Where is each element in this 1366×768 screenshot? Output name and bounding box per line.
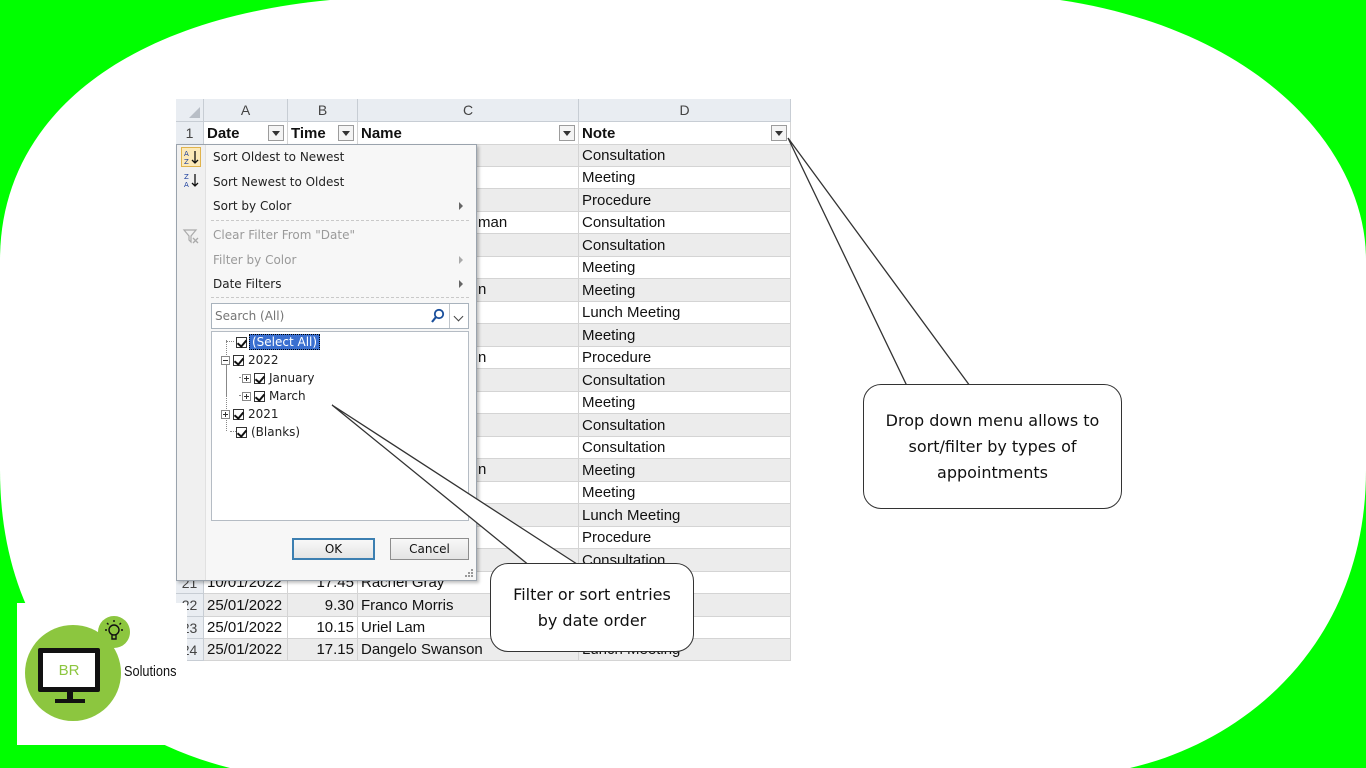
table-cell[interactable]: 17.15: [288, 639, 358, 661]
lightbulb-icon: [105, 620, 123, 640]
resize-grip-icon[interactable]: [465, 569, 473, 577]
expand-icon[interactable]: [221, 410, 230, 419]
table-cell[interactable]: Consultation: [579, 212, 791, 234]
svg-text:BR: BR: [59, 662, 80, 679]
checkbox-checked[interactable]: [233, 355, 244, 366]
tree-item-2021[interactable]: 2021: [221, 405, 281, 423]
table-cell[interactable]: Meeting: [579, 324, 791, 347]
checkbox-checked[interactable]: [254, 373, 265, 384]
filter-search-input[interactable]: [212, 304, 428, 328]
table-cell[interactable]: Consultation: [579, 437, 791, 459]
menu-date-filters[interactable]: Date Filters: [213, 273, 471, 295]
table-cell[interactable]: 10.15: [288, 617, 358, 639]
table-cell[interactable]: Procedure: [579, 347, 791, 369]
checkbox-checked[interactable]: [236, 427, 247, 438]
cancel-button[interactable]: Cancel: [390, 538, 469, 560]
tree-item-blanks[interactable]: (Blanks): [236, 423, 302, 441]
table-cell[interactable]: Procedure: [579, 189, 791, 212]
table-cell[interactable]: Lunch Meeting: [579, 504, 791, 527]
table-cell[interactable]: Consultation: [579, 234, 791, 257]
tree-item-2022[interactable]: 2022: [221, 351, 281, 369]
table-cell[interactable]: Consultation: [579, 145, 791, 167]
menu-separator: [211, 297, 469, 298]
table-cell[interactable]: Consultation: [579, 414, 791, 437]
menu-sort-newest-to-oldest[interactable]: Sort Newest to Oldest: [213, 175, 345, 189]
br-solutions-logo: BR: [17, 603, 187, 745]
table-cell[interactable]: Meeting: [579, 482, 791, 504]
search-icon[interactable]: [430, 308, 446, 324]
checkbox-checked[interactable]: [236, 337, 247, 348]
select-all-corner[interactable]: [176, 99, 204, 122]
filter-arrow-icon: [272, 131, 280, 136]
menu-clear-filter: Clear Filter From "Date": [213, 228, 355, 242]
filter-arrow-icon: [775, 131, 783, 136]
checkbox-checked[interactable]: [233, 409, 244, 420]
menu-separator: [211, 220, 469, 221]
filter-dropdown-button[interactable]: [268, 125, 284, 141]
table-cell[interactable]: Lunch Meeting: [579, 302, 791, 324]
column-header-c[interactable]: C: [358, 99, 579, 122]
dropdown-callout-text: Drop down menu allows to sort/filter by …: [885, 410, 1100, 482]
filter-arrow-icon: [342, 131, 350, 136]
column-header-a[interactable]: A: [204, 99, 288, 122]
filter-value-tree: (Select All) 2022 January March 2021 (Bl…: [211, 331, 469, 521]
table-cell[interactable]: Meeting: [579, 167, 791, 189]
table-cell[interactable]: Meeting: [579, 392, 791, 414]
name-cell-fragment: n: [478, 281, 487, 298]
expand-icon[interactable]: [242, 392, 251, 401]
svg-text:A: A: [184, 150, 189, 158]
table-cell[interactable]: 25/01/2022: [204, 639, 288, 661]
filter-callout-text: Filter or sort entries by date order: [513, 584, 671, 630]
table-cell[interactable]: 25/01/2022: [204, 594, 288, 617]
table-cell[interactable]: Procedure: [579, 527, 791, 549]
tree-item-january[interactable]: January: [242, 369, 317, 387]
submenu-arrow-icon: [459, 256, 463, 264]
svg-text:A: A: [184, 181, 189, 189]
row-header[interactable]: 1: [176, 122, 204, 145]
table-cell[interactable]: Meeting: [579, 257, 791, 279]
submenu-arrow-icon: [459, 280, 463, 288]
table-cell[interactable]: 9.30: [288, 594, 358, 617]
table-cell[interactable]: 25/01/2022: [204, 617, 288, 639]
logo-text: Solutions: [124, 663, 177, 680]
filter-dropdown-button[interactable]: [771, 125, 787, 141]
table-cell[interactable]: Meeting: [579, 279, 791, 302]
clear-filter-icon: [181, 227, 201, 247]
tree-item-march[interactable]: March: [242, 387, 308, 405]
column-header-d[interactable]: D: [579, 99, 791, 122]
tree-item-select-all[interactable]: (Select All): [236, 333, 321, 351]
name-cell-fragment: man: [478, 214, 508, 231]
menu-sort-oldest-to-newest[interactable]: Sort Oldest to Newest: [213, 150, 345, 164]
filter-arrow-icon: [563, 131, 571, 136]
name-cell-fragment: n: [478, 349, 487, 366]
menu-sort-by-color[interactable]: Sort by Color: [213, 195, 471, 217]
svg-text:Z: Z: [184, 173, 189, 181]
filter-dropdown-button[interactable]: [338, 125, 354, 141]
ok-button[interactable]: OK: [292, 538, 375, 560]
menu-icon-column: [177, 145, 206, 580]
header-cell-name[interactable]: Name: [358, 122, 579, 145]
filter-callout: Filter or sort entries by date order: [490, 563, 694, 652]
svg-text:Z: Z: [184, 158, 189, 166]
checkbox-checked[interactable]: [254, 391, 265, 402]
table-cell[interactable]: Meeting: [579, 459, 791, 482]
expand-icon[interactable]: [242, 374, 251, 383]
name-cell-fragment: n: [478, 461, 487, 478]
search-dropdown-button[interactable]: [449, 304, 468, 328]
submenu-arrow-icon: [459, 202, 463, 210]
logo-graphic: BR: [25, 616, 130, 721]
menu-filter-by-color: Filter by Color: [213, 249, 471, 271]
header-cell-note[interactable]: Note: [579, 122, 791, 145]
dropdown-callout: Drop down menu allows to sort/filter by …: [863, 384, 1122, 509]
column-header-b[interactable]: B: [288, 99, 358, 122]
filter-dropdown-button[interactable]: [559, 125, 575, 141]
collapse-icon[interactable]: [221, 356, 230, 365]
table-cell[interactable]: Consultation: [579, 369, 791, 392]
filter-search-box[interactable]: [211, 303, 469, 329]
